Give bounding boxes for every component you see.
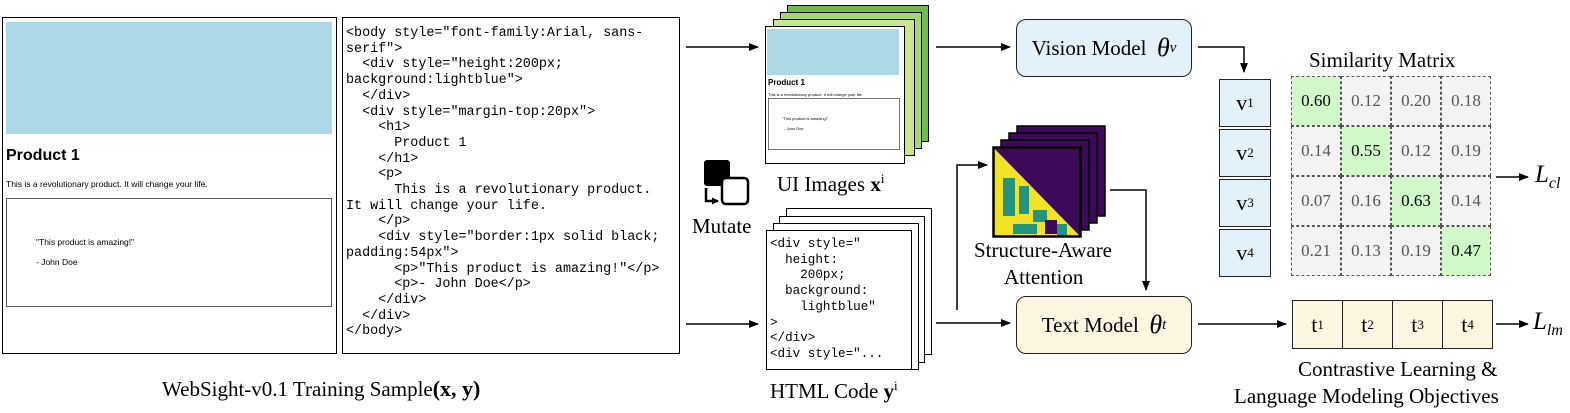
similarity-cell: 0.19 bbox=[1391, 226, 1441, 276]
ui-card-title: Product 1 bbox=[768, 78, 805, 87]
similarity-cell: 0.07 bbox=[1291, 176, 1341, 226]
sample-caption: WebSight-v0.1 Training Sample(x, y) bbox=[162, 376, 480, 402]
similarity-matrix-title: Similarity Matrix bbox=[1309, 48, 1456, 72]
attention-map-front bbox=[993, 147, 1081, 237]
similarity-cell: 0.60 bbox=[1291, 76, 1341, 126]
sample-testimonial-box bbox=[6, 198, 332, 307]
vision-model-theta: θ bbox=[1156, 33, 1170, 62]
loss-lm-symbol: L bbox=[1533, 308, 1547, 335]
t-sym: t bbox=[1311, 311, 1318, 337]
mutate-label: Mutate bbox=[692, 214, 752, 238]
similarity-cell: 0.19 bbox=[1441, 126, 1491, 176]
v-sym: v bbox=[1236, 90, 1248, 115]
t-sup: 4 bbox=[1467, 316, 1474, 332]
sample-author: - John Doe bbox=[36, 257, 78, 267]
sample-tuple: (x, y) bbox=[432, 376, 481, 401]
v-sup: 4 bbox=[1247, 245, 1254, 260]
text-model-label: Text Model bbox=[1041, 312, 1139, 337]
similarity-cell: 0.14 bbox=[1441, 176, 1491, 226]
v-sym: v bbox=[1236, 240, 1248, 265]
v-sym: v bbox=[1236, 140, 1248, 165]
t-sym: t bbox=[1411, 311, 1418, 337]
code-panel bbox=[342, 17, 680, 354]
t-sym: t bbox=[1361, 311, 1368, 337]
vision-model-label: Vision Model bbox=[1031, 35, 1147, 60]
sample-caption-text: WebSight-v0.1 Training Sample bbox=[162, 377, 433, 401]
loss-cl: Lcl bbox=[1535, 161, 1560, 193]
sample-quote: "This product is amazing!" bbox=[36, 237, 135, 247]
ui-images-symbol: x bbox=[870, 172, 881, 196]
similarity-cell: 0.20 bbox=[1391, 76, 1441, 126]
loss-lm-sub: lm bbox=[1546, 322, 1563, 339]
objectives-label-line2: Language Modeling Objectives bbox=[1234, 384, 1499, 408]
ui-card-author: - John Doe bbox=[784, 126, 804, 131]
v-sym: v bbox=[1236, 190, 1248, 215]
html-code-sup: i bbox=[894, 378, 898, 393]
t-sup: 3 bbox=[1417, 316, 1424, 332]
attention-label-line2: Attention bbox=[1004, 265, 1084, 289]
similarity-cell: 0.47 bbox=[1441, 226, 1491, 276]
similarity-cell: 0.63 bbox=[1391, 176, 1441, 226]
html-code-symbol: y bbox=[883, 379, 895, 403]
v-sup: 1 bbox=[1247, 95, 1254, 110]
ui-card-text: This is a revolutionary product. It will… bbox=[768, 92, 863, 97]
text-model-theta: θ bbox=[1149, 310, 1163, 339]
vision-model-sub: v bbox=[1169, 39, 1177, 56]
arrow-to-attention bbox=[956, 161, 988, 310]
attention-label-line1: Structure-Aware bbox=[974, 238, 1113, 262]
sample-text: This is a revolutionary product. It will… bbox=[6, 179, 208, 189]
v-sup: 2 bbox=[1247, 145, 1254, 160]
similarity-cell: 0.13 bbox=[1341, 226, 1391, 276]
similarity-cell: 0.16 bbox=[1341, 176, 1391, 226]
t-sym: t bbox=[1461, 311, 1468, 337]
similarity-cell: 0.12 bbox=[1341, 76, 1391, 126]
arrow-to-vision-embeddings bbox=[1198, 46, 1248, 73]
ui-card-quote: "This product is amazing!" bbox=[782, 116, 829, 121]
similarity-cell: 0.21 bbox=[1291, 226, 1341, 276]
similarity-cell: 0.12 bbox=[1391, 126, 1441, 176]
loss-cl-symbol: L bbox=[1535, 161, 1549, 188]
loss-cl-sub: cl bbox=[1548, 175, 1561, 192]
ui-images-sup: i bbox=[880, 171, 885, 186]
similarity-cell: 0.18 bbox=[1441, 76, 1491, 126]
arrow-attention-to-text-model bbox=[1110, 189, 1150, 291]
html-code-label: HTML Code yi bbox=[770, 378, 898, 404]
sample-banner bbox=[6, 22, 332, 134]
ui-images-text: UI Images bbox=[777, 172, 866, 196]
loss-lm: Llm bbox=[1533, 308, 1563, 340]
ui-card-box bbox=[768, 98, 900, 150]
v-sup: 3 bbox=[1247, 195, 1254, 210]
t-sup: 1 bbox=[1317, 316, 1324, 332]
t-sup: 2 bbox=[1367, 316, 1374, 332]
ui-images-label: UI Images xi bbox=[777, 171, 884, 197]
text-model-sub: t bbox=[1162, 316, 1167, 333]
sample-title: Product 1 bbox=[6, 147, 80, 164]
html-card-code: <div style=" height: 200px; background: … bbox=[770, 237, 884, 361]
mutate-icon bbox=[704, 160, 750, 206]
html-code-text: HTML Code bbox=[770, 379, 879, 403]
ui-card-banner bbox=[767, 29, 899, 75]
objectives-label-line1: Contrastive Learning & bbox=[1298, 357, 1498, 381]
code-text: <body style="font-family:Arial, sans- se… bbox=[346, 26, 660, 340]
similarity-cell: 0.14 bbox=[1291, 126, 1341, 176]
similarity-cell: 0.55 bbox=[1341, 126, 1391, 176]
attention-map-stack bbox=[992, 125, 1106, 238]
html-card-front bbox=[766, 230, 912, 370]
